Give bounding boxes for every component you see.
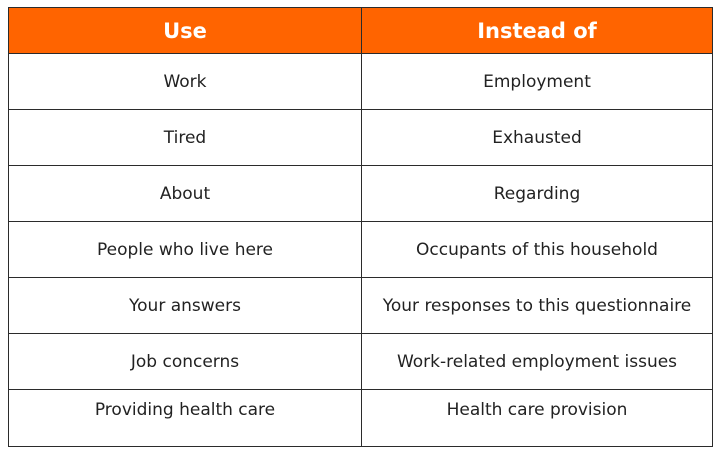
cell-instead-of: Employment — [361, 53, 713, 110]
cell-use: Job concerns — [8, 333, 362, 390]
cell-use: Your answers — [8, 277, 362, 334]
table-row: Tired Exhausted — [8, 109, 713, 166]
comparison-table: Use Instead of Work Employment Tired Exh… — [8, 7, 713, 447]
table-row: About Regarding — [8, 165, 713, 222]
table-row: Job concerns Work-related employment iss… — [8, 333, 713, 390]
cell-instead-of: Exhausted — [361, 109, 713, 166]
cell-use: Tired — [8, 109, 362, 166]
comparison-table-container: Use Instead of Work Employment Tired Exh… — [8, 7, 713, 447]
cell-use: People who live here — [8, 221, 362, 278]
table-row: Your answers Your responses to this ques… — [8, 277, 713, 334]
table-row: People who live here Occupants of this h… — [8, 221, 713, 278]
table-row: Providing health care Health care provis… — [8, 389, 713, 447]
header-instead-of: Instead of — [361, 7, 713, 54]
header-use: Use — [8, 7, 362, 54]
table-body: Work Employment Tired Exhausted About Re… — [8, 53, 713, 447]
cell-use: Providing health care — [8, 389, 362, 447]
header-row: Use Instead of — [8, 7, 713, 54]
cell-instead-of: Work-related employment issues — [361, 333, 713, 390]
cell-instead-of: Your responses to this questionnaire — [361, 277, 713, 334]
cell-use: About — [8, 165, 362, 222]
cell-instead-of: Regarding — [361, 165, 713, 222]
cell-instead-of: Occupants of this household — [361, 221, 713, 278]
table-row: Work Employment — [8, 53, 713, 110]
table-header: Use Instead of — [8, 7, 713, 54]
cell-use: Work — [8, 53, 362, 110]
cell-instead-of: Health care provision — [361, 389, 713, 447]
